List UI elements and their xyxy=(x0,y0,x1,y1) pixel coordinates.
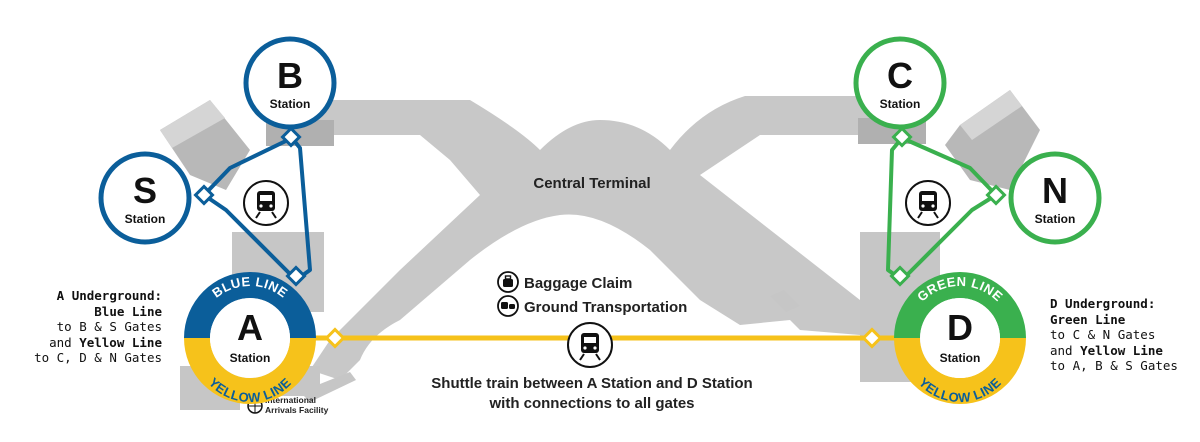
station-n-letter: N xyxy=(1042,170,1068,211)
station-b[interactable]: B Station xyxy=(243,36,337,130)
station-d[interactable]: GREEN LINE YELLOW LINE D Station xyxy=(894,272,1026,405)
a-note-line3-pre: and xyxy=(49,334,80,350)
d-bridge xyxy=(770,290,800,312)
n-concourse-top xyxy=(960,90,1022,140)
shuttle-caption-line1: Shuttle train between A Station and D St… xyxy=(431,375,752,392)
central-terminal-label: Central Terminal xyxy=(533,175,650,192)
a-note-title: A Underground: xyxy=(56,288,162,303)
station-n[interactable]: N Station xyxy=(1008,151,1102,245)
station-d-letter: D xyxy=(947,307,973,348)
baggage-claim-label: Baggage Claim xyxy=(524,275,632,292)
a-note-line2: to B & S Gates xyxy=(56,319,162,334)
international-label-1: International xyxy=(265,395,316,405)
a-ramp xyxy=(300,372,356,402)
d-note-line1: Green Line xyxy=(1050,311,1126,327)
ground-transportation-label: Ground Transportation xyxy=(524,299,687,316)
d-note-line4: to A, B & S Gates xyxy=(1050,358,1178,373)
ground-transport-icon xyxy=(497,295,519,317)
d-note-line3-bold: Yellow Line xyxy=(1080,342,1163,358)
station-a-sub: Station xyxy=(230,351,271,365)
train-icon xyxy=(567,322,613,368)
d-underground-note: D Underground: Green Line to C & N Gates… xyxy=(1050,296,1195,374)
d-note-title: D Underground: xyxy=(1050,296,1156,311)
international-label-2: Arrivals Facility xyxy=(265,405,329,415)
s-concourse-top xyxy=(160,100,225,148)
train-icon xyxy=(243,180,289,226)
station-c[interactable]: C Station xyxy=(853,36,947,130)
n-concourse xyxy=(945,90,1040,190)
yellow-line-diamonds xyxy=(324,327,883,349)
station-s-letter: S xyxy=(133,170,157,211)
green-line-diamonds xyxy=(889,126,1007,287)
station-a-letter: A xyxy=(237,307,263,348)
station-a[interactable]: BLUE LINE YELLOW LINE A Station xyxy=(184,272,316,405)
a-note-line1: Blue Line xyxy=(94,303,162,319)
train-icon xyxy=(905,180,951,226)
station-c-sub: Station xyxy=(880,97,921,111)
station-s[interactable]: S Station xyxy=(98,151,192,245)
baggage-icon xyxy=(497,271,519,293)
station-b-sub: Station xyxy=(270,97,311,111)
station-d-sub: Station xyxy=(940,351,981,365)
green-line xyxy=(886,136,998,282)
a-underground-note: A Underground: Blue Line to B & S Gates … xyxy=(28,288,162,366)
station-b-letter: B xyxy=(277,55,303,96)
a-note-line3-bold: Yellow Line xyxy=(79,334,162,350)
blue-line-diamonds xyxy=(193,126,307,287)
a-note-line4: to C, D & N Gates xyxy=(34,350,162,365)
central-terminal-building xyxy=(300,96,870,380)
station-s-sub: Station xyxy=(125,212,166,226)
station-c-letter: C xyxy=(887,55,913,96)
d-note-line3-pre: and xyxy=(1050,342,1081,358)
station-n-sub: Station xyxy=(1035,212,1076,226)
shuttle-caption-line2: with connections to all gates xyxy=(488,395,694,412)
d-note-line2: to C & N Gates xyxy=(1050,327,1156,342)
